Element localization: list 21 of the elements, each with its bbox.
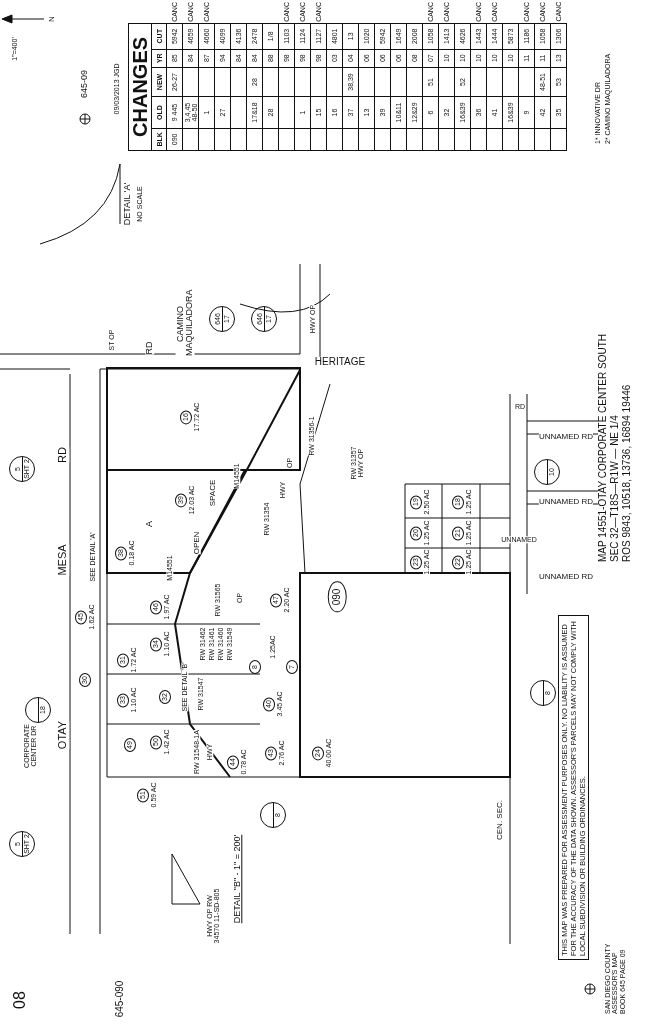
map-label: ROS 9843, 10518, 13736, 16894 19446	[622, 384, 633, 562]
map-label: OTAY	[57, 720, 69, 750]
map-label: DETAIL 'A'	[123, 182, 133, 226]
map-label: OPEN	[192, 531, 202, 555]
map-label: N	[47, 16, 57, 22]
map-label: SPACE	[208, 479, 218, 507]
map-label: RD	[145, 341, 155, 355]
map-label: 645-090	[114, 980, 126, 1018]
map-label: DETAIL "B" - 1" = 200'	[233, 834, 243, 924]
map-label: MAP 14551-OTAY CORPORATE CENTER SOUTH	[598, 334, 609, 562]
map-label: MESA	[57, 544, 69, 576]
map-label: UNNAMED RD	[538, 572, 594, 582]
map-label: A	[145, 521, 155, 527]
map-label: UNNAMED RD	[538, 432, 594, 442]
map-label: HERITAGE	[314, 356, 366, 368]
table-title: CHANGES	[128, 23, 152, 151]
map-label: RD	[57, 447, 69, 463]
map-label: SEC 32—T18S—R1W — NE 1/4	[610, 415, 621, 562]
map-label: UNNAMED RD	[538, 497, 594, 507]
map-label: 645-09	[80, 70, 90, 98]
map-label: CEN. SEC.	[495, 800, 505, 840]
